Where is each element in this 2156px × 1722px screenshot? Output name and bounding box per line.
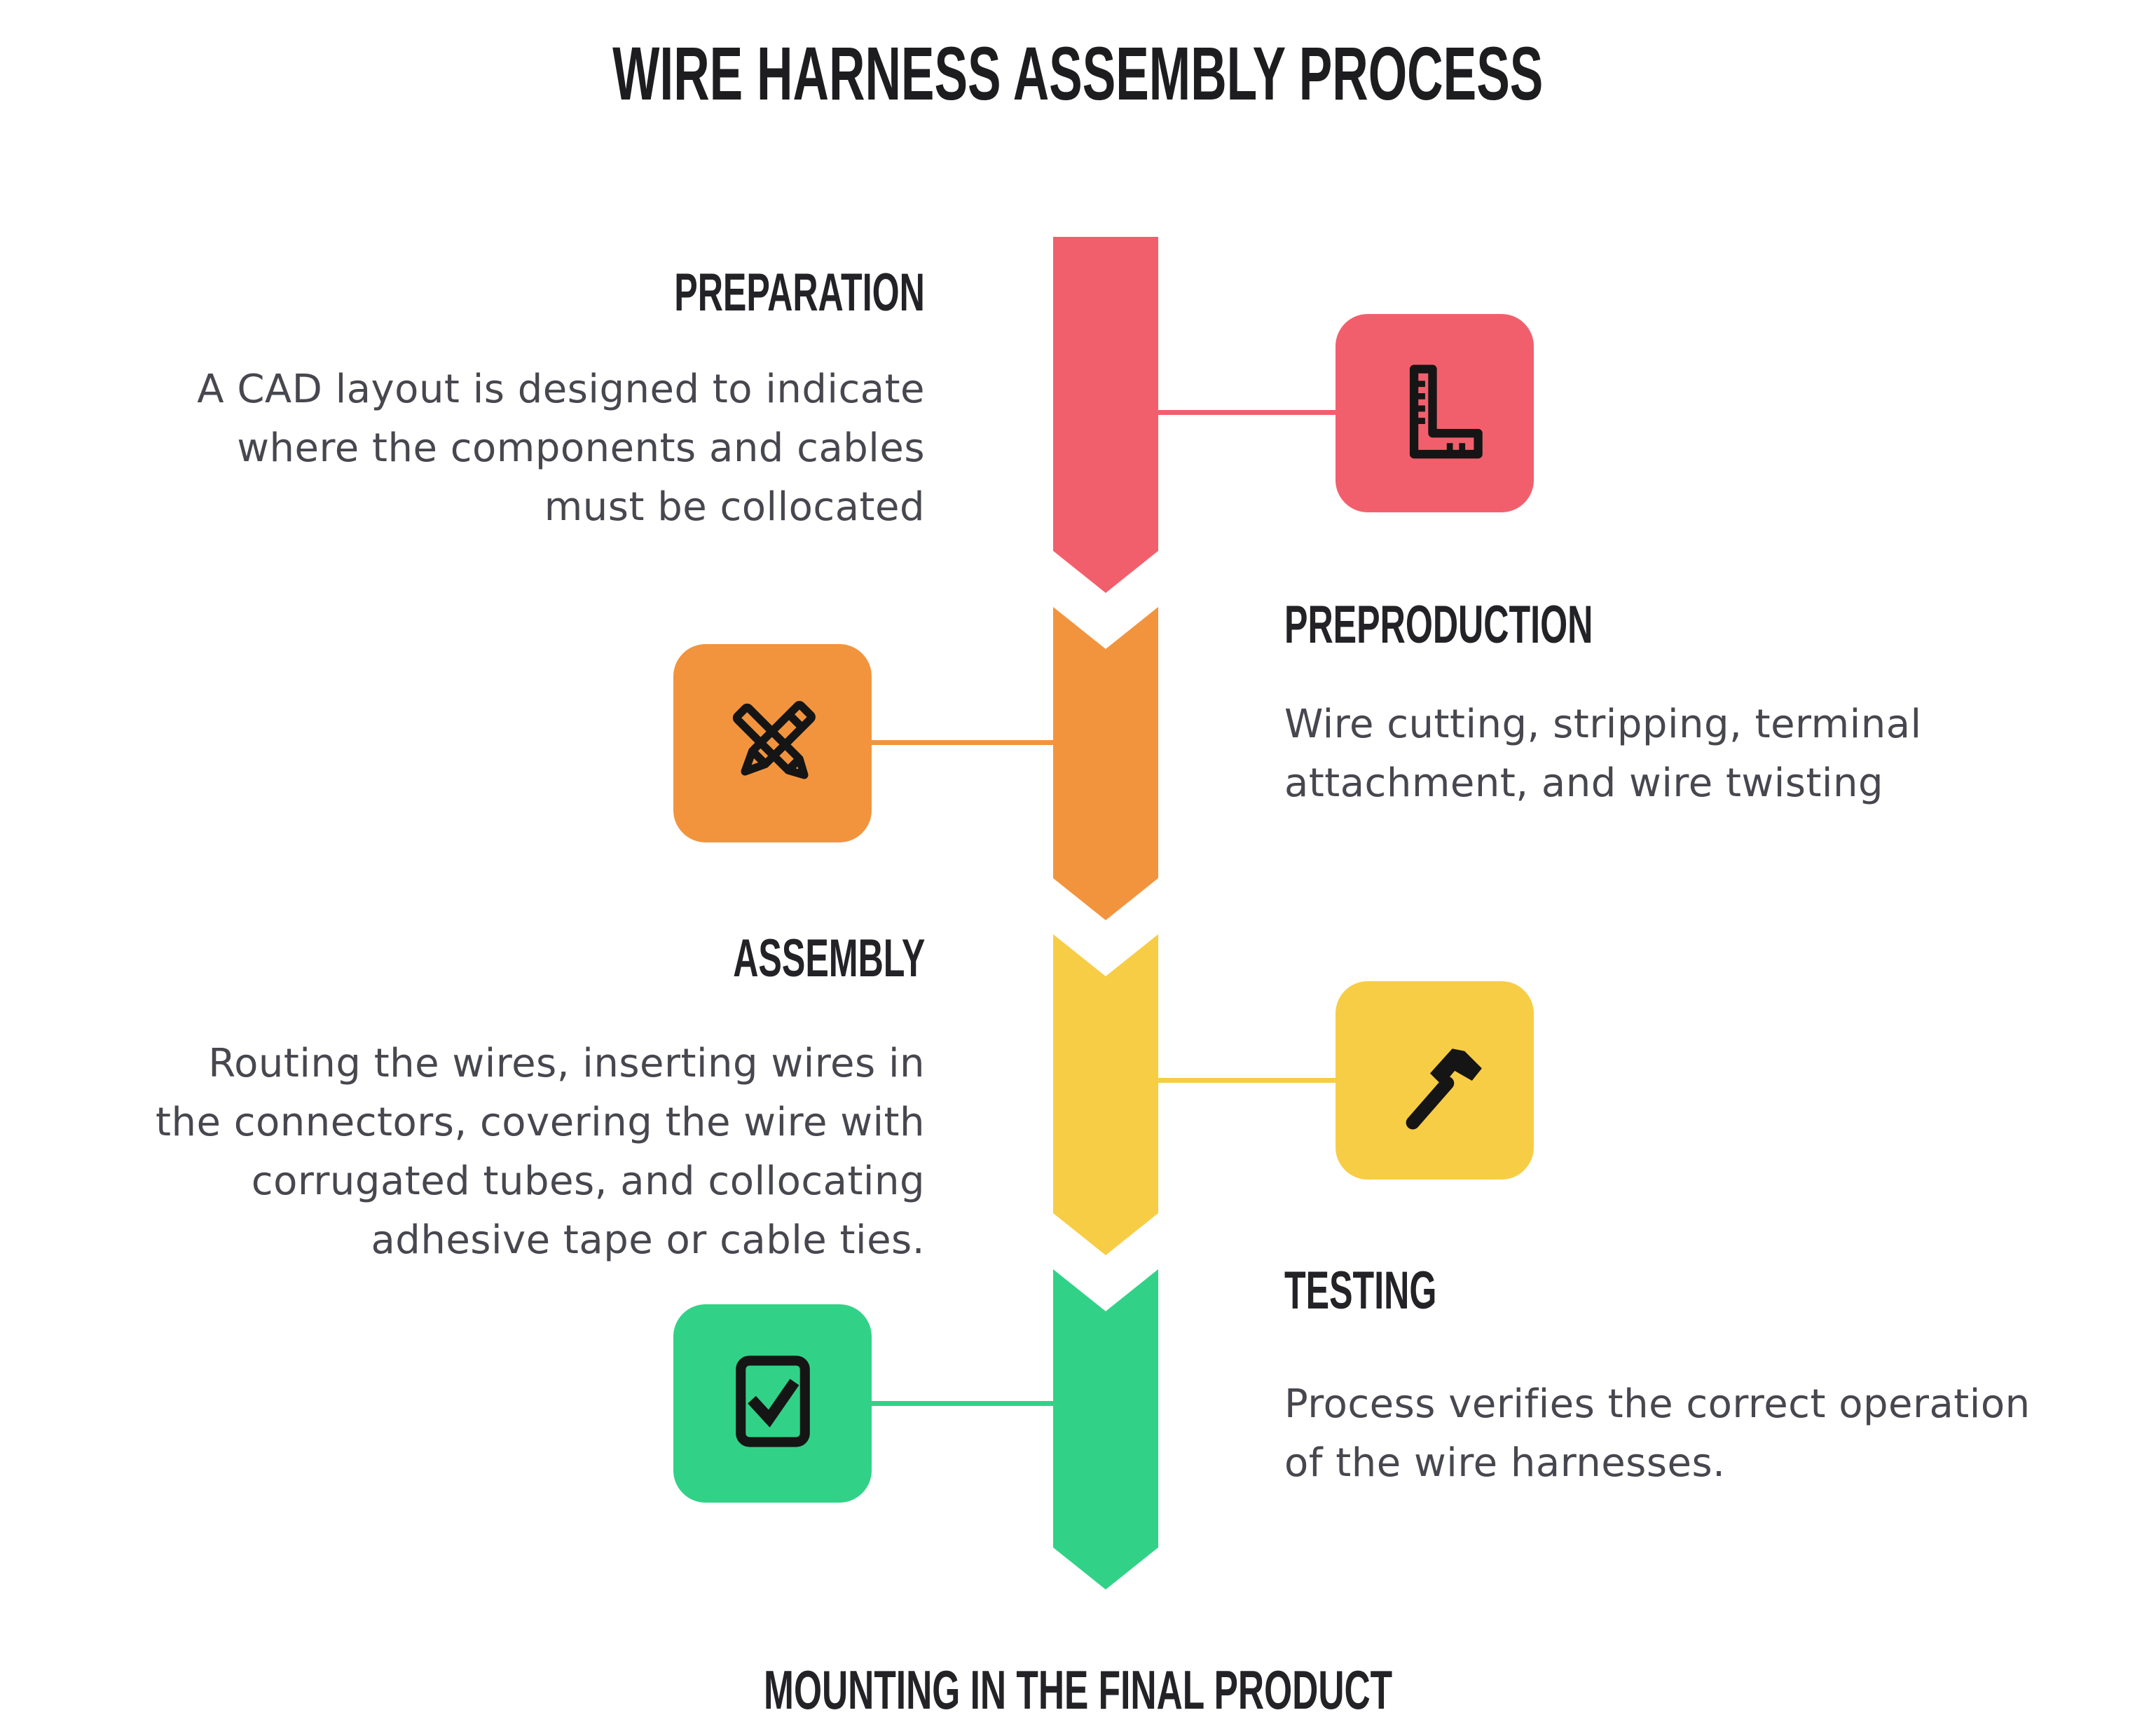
step-desc-preproduction: Wire cutting, stripping, terminal attach…: [1284, 702, 1922, 806]
step-heading-preparation-text: PREPARATION: [674, 263, 925, 322]
footer-label-text: MOUNTING IN THE FINAL PRODUCT: [763, 1659, 1393, 1721]
step-heading-testing-text: TESTING: [1284, 1261, 1437, 1320]
step-heading-assembly-text: ASSEMBLY: [732, 929, 925, 988]
connector-testing: [869, 1401, 1055, 1406]
page-title-text: WIRE HARNESS ASSEMBLY PROCESS: [612, 31, 1544, 116]
connector-preparation: [1156, 410, 1338, 415]
step-heading-testing: TESTING: [1284, 1259, 1515, 1321]
step-heading-preproduction-text: PREPRODUCTION: [1284, 595, 1593, 655]
hammer-icon: [1406, 1048, 1482, 1130]
checkbox-icon: [735, 1355, 810, 1447]
step-heading-preproduction: PREPRODUCTION: [1284, 593, 1752, 655]
spine-segment-preparation: [1053, 237, 1158, 593]
spine-segment-assembly: [1053, 934, 1158, 1255]
page-title: WIRE HARNESS ASSEMBLY PROCESS: [0, 29, 2156, 118]
step-desc-testing: Process verifies the correct operation o…: [1284, 1381, 2031, 1486]
connector-assembly: [1156, 1078, 1338, 1083]
step-desc-assembly: Routing the wires, inserting wires in th…: [156, 1041, 925, 1263]
spine-segment-preproduction: [1053, 607, 1158, 920]
preparation-icon-box: [1336, 314, 1534, 512]
spine-segment-testing: [1053, 1269, 1158, 1590]
connector-preproduction: [869, 740, 1055, 745]
ruler-square-icon: [1409, 364, 1483, 458]
step-heading-preparation: PREPARATION: [545, 261, 925, 323]
testing-icon-box: [673, 1304, 872, 1503]
crossed-pencils-icon: [732, 700, 816, 779]
step-heading-assembly: ASSEMBLY: [634, 927, 925, 989]
step-desc-preparation: A CAD layout is designed to indicate whe…: [197, 367, 925, 530]
assembly-icon-box: [1336, 981, 1534, 1180]
footer-label: MOUNTING IN THE FINAL PRODUCT: [0, 1658, 2156, 1722]
preproduction-icon-box: [673, 644, 872, 842]
